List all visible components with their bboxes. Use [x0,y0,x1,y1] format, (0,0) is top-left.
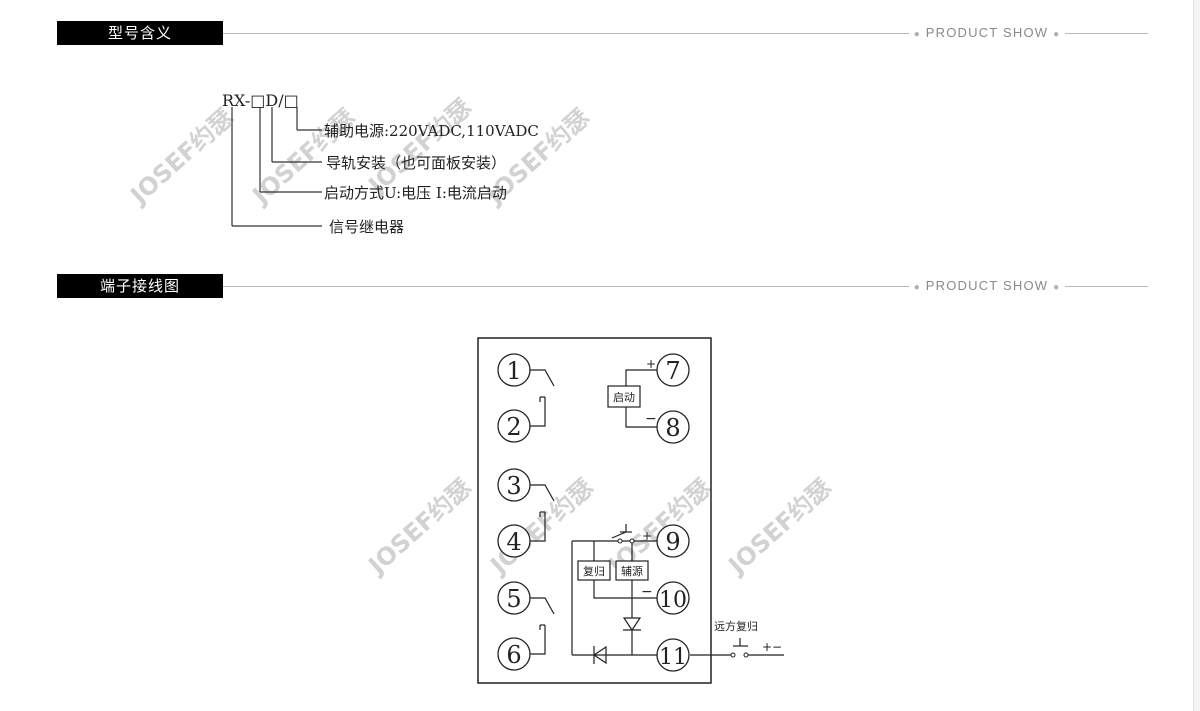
start-coil-label: 启动 [613,391,635,404]
divider-line [1065,286,1148,287]
section-tag-text: PRODUCT SHOW [925,278,1049,293]
watermark: JOSEF约瑟 [124,103,239,210]
wiring-lines [530,369,784,656]
aux-power-label: 辅源 [621,564,643,578]
section-title: 端子接线图 [57,274,223,298]
terminals [497,353,690,672]
model-line-mounting: 导轨安装（也可面板安装） [326,154,506,172]
terminal-circle [497,409,531,443]
section-header-wiring: 端子接线图 ● PRODUCT SHOW ● [57,274,1148,298]
divider-line [1065,33,1148,34]
terminal-circle [497,581,531,615]
model-line-aux-power: 辅助电源:220VADC,110VADC [324,122,539,140]
terminal-circle [656,353,690,387]
plus-mark: + [642,529,652,543]
reset-label: 复归 [583,564,605,578]
model-tree-lines [231,107,322,227]
section-tag: ● PRODUCT SHOW ● [913,278,1061,293]
reset-box [577,560,611,581]
remote-reset-label: 远方复归 [714,619,758,633]
section-tag: ● PRODUCT SHOW ● [913,25,1061,40]
plus-mark: + [646,357,656,371]
terminal-label-8: 8 [665,414,680,442]
terminal-label-1: 1 [506,357,521,385]
terminal-label-2: 2 [506,413,521,441]
terminal-label-5: 5 [506,585,521,613]
plus-minus-mark: +− [762,640,782,654]
section-title: 型号含义 [57,21,223,45]
terminal-label-4: 4 [506,528,521,556]
start-coil-box [607,385,641,408]
model-code: RX-□D/□ [222,91,299,110]
relay-outline [477,337,712,684]
minus-mark: − [645,411,657,427]
watermark: JOSEF约瑟 [722,473,837,580]
terminal-label-3: 3 [506,472,521,500]
terminal-circle [497,353,531,387]
page-edge [1193,0,1200,711]
diode-icon [592,645,607,665]
terminal-circle [656,638,690,672]
terminal-circle [497,524,531,558]
minus-mark: − [641,584,653,600]
section-tag-text: PRODUCT SHOW [925,25,1049,40]
diode-icon [622,617,642,632]
terminal-circle [497,637,531,671]
divider-line [223,286,909,287]
terminal-label-9: 9 [665,528,680,556]
model-line-start-mode: 启动方式U:电压 I:电流启动 [324,184,507,202]
watermark: JOSEF约瑟 [362,473,477,580]
terminal-label-7: 7 [665,357,680,385]
terminal-circle [497,468,531,502]
terminal-circle [656,410,690,444]
model-line-type: 信号继电器 [329,218,404,236]
terminal-label-11: 11 [659,645,687,670]
aux-power-box [615,560,649,581]
terminal-labels: 1 2 3 4 5 6 7 8 9 10 11 [506,357,687,670]
terminal-label-10: 10 [659,588,687,613]
section-header-model: 型号含义 ● PRODUCT SHOW ● [57,21,1148,45]
terminal-circle [656,524,690,558]
terminal-label-6: 6 [506,641,521,669]
terminal-circle [656,581,690,615]
contact-dots [617,538,749,658]
divider-line [223,33,909,34]
